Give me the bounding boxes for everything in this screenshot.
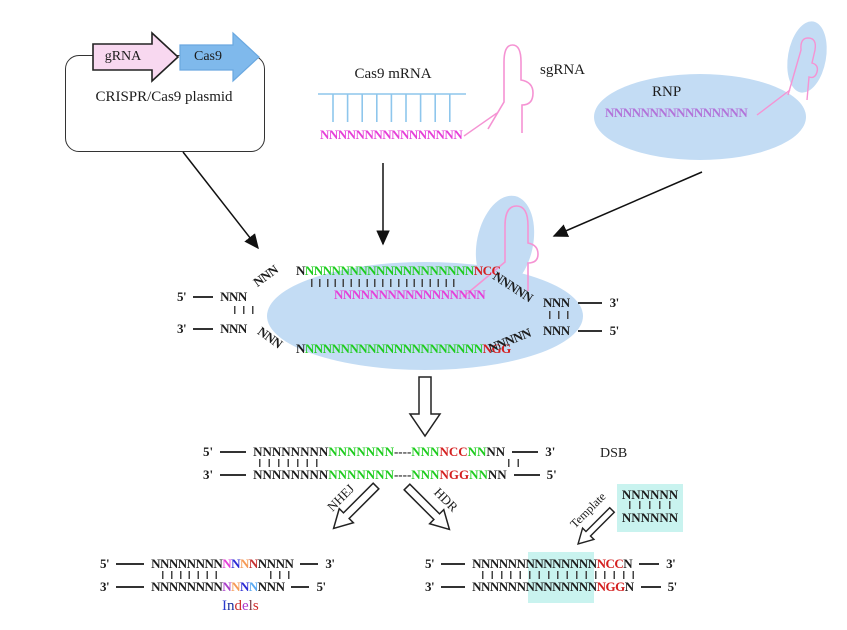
complex-bottom-strand: NNNNNNNNNNNNNNNNNNNNNNGG — [296, 341, 511, 356]
strand-line — [639, 563, 660, 565]
strand-line — [577, 330, 602, 332]
dsb-bottom-strand: 3' NNNNNNNNNNNNNNN----NNNNGGNNNN 5' — [203, 467, 557, 483]
three-prime-label: 3' — [325, 556, 335, 571]
nhej-right-ticks — [270, 571, 296, 579]
three-prime-label: 3' — [425, 579, 435, 594]
strand-seq: NNNNNNNNNNNNNNNGGN — [472, 579, 634, 594]
strand-line — [300, 563, 319, 565]
strand-line — [116, 563, 145, 565]
five-prime-label: 5' — [609, 323, 620, 338]
strand-line — [577, 302, 602, 304]
rnp-ellipse — [594, 74, 806, 160]
strand-seq: NNNNNNNNNNNNNNN----NNNNCCNNNN — [253, 444, 506, 459]
strand-line — [513, 474, 540, 476]
five-prime-label: 5' — [546, 467, 557, 482]
strand-line — [441, 563, 466, 565]
strand-line — [640, 586, 661, 588]
grna-arrow — [92, 31, 180, 83]
five-prime-label: 5' — [425, 556, 435, 571]
five-prime-label: 5' — [316, 579, 326, 594]
nhej-left-ticks — [162, 571, 224, 579]
complex-basepair-ticks — [311, 279, 461, 287]
dsb-top-strand: 5' NNNNNNNNNNNNNNN----NNNNCCNNNN 3' — [203, 444, 555, 460]
strand-line — [512, 451, 539, 453]
cut-arrow — [408, 376, 442, 438]
complex-left-top-strand: 5' NNN — [177, 289, 247, 305]
hdr-ticks — [482, 571, 638, 579]
complex-top-strand: NNNNNNNNNNNNNNNNNNNNNCC — [296, 263, 501, 278]
sgrna-label: sgRNA — [540, 62, 586, 78]
mrna-label: Cas9 mRNA — [354, 66, 432, 82]
plasmid-delivery-arrow — [182, 151, 259, 250]
complex-left-bottom-strand: 3' NNN — [177, 321, 247, 337]
three-prime-label: 3' — [666, 556, 676, 571]
hdr-bottom-strand: 3' NNNNNNNNNNNNNNNGGN 5' — [425, 579, 677, 595]
template-top-seq: NNNNNN — [621, 487, 679, 502]
strand-line — [193, 296, 214, 298]
complex-right-top-strand: NNN 3' — [543, 295, 619, 311]
strand-line — [220, 451, 247, 453]
strand-line — [193, 328, 214, 330]
mrna-sgrna-link — [463, 112, 498, 137]
strand-seq: NNNNNNNNNNNNNNNN — [151, 556, 294, 571]
complex-right-bottom-strand: NNN 5' — [543, 323, 619, 339]
dsb-right-ticks — [508, 459, 522, 467]
rnp-hairpin — [787, 37, 819, 101]
rnp-label: RNP — [652, 84, 682, 100]
sgrna-hairpin — [487, 44, 534, 133]
strand-seq: NNNNNNNNNNNNNNNCCN — [472, 556, 633, 571]
dsb-left-ticks — [259, 459, 325, 467]
three-prime-label: 3' — [609, 295, 620, 310]
hdr-top-strand: 5' NNNNNNNNNNNNNNNCCN 3' — [425, 556, 676, 572]
basepair-ticks — [234, 306, 260, 314]
five-prime-label: 5' — [667, 579, 678, 594]
strand-seq: NNNNNNNNNNNNNNN----NNNNGGNNNN — [253, 467, 507, 482]
template-arrow — [577, 506, 616, 545]
mrna-comb — [318, 93, 466, 122]
grna-label: gRNA — [104, 49, 142, 64]
cas9-arrow — [179, 31, 260, 83]
complex-hairpin — [462, 205, 539, 298]
hdr-pathway-arrow — [403, 483, 451, 531]
three-prime-label: 3' — [203, 467, 214, 482]
plasmid-label: CRISPR/Cas9 plasmid — [95, 89, 233, 105]
nhej-bottom-strand: 3' NNNNNNNNNNNNNNN 5' — [100, 579, 326, 595]
three-prime-label: 3' — [100, 579, 110, 594]
five-prime-label: 5' — [177, 289, 187, 304]
rnp-sgrna-ellipse — [787, 21, 827, 93]
strand-line — [441, 586, 466, 588]
three-prime-label: 3' — [545, 444, 556, 459]
dsb-label: DSB — [600, 446, 628, 461]
strand-seq: NNN — [543, 295, 570, 310]
strand-line — [116, 586, 145, 588]
strand-line — [291, 586, 310, 588]
rnp-link — [756, 89, 791, 116]
strand-seq: NNN — [220, 289, 247, 304]
five-prime-label: 5' — [203, 444, 214, 459]
strand-line — [220, 474, 247, 476]
basepair-ticks — [549, 311, 575, 319]
strand-seq: NNN — [220, 321, 247, 336]
template-bottom-seq: NNNNNN — [621, 510, 679, 525]
template-ticks — [629, 501, 675, 509]
nhej-top-strand: 5' NNNNNNNNNNNNNNNN 3' — [100, 556, 335, 572]
three-prime-label: 3' — [177, 321, 187, 336]
strand-seq: NNN — [543, 323, 570, 338]
indels-label: Indels — [222, 598, 259, 614]
strand-seq: NNNNNNNNNNNNNNN — [151, 579, 285, 594]
nhej-pathway-arrow — [332, 482, 380, 530]
five-prime-label: 5' — [100, 556, 110, 571]
mrna-sequence: NNNNNNNNNNNNNNNN — [320, 127, 463, 142]
complex-spacer-seq: NNNNNNNNNNNNNNNNN — [334, 287, 486, 302]
rnp-sequence: NNNNNNNNNNNNNNNN — [605, 105, 748, 120]
rnp-delivery-arrow — [552, 171, 703, 237]
cas9-label: Cas9 — [194, 49, 222, 64]
